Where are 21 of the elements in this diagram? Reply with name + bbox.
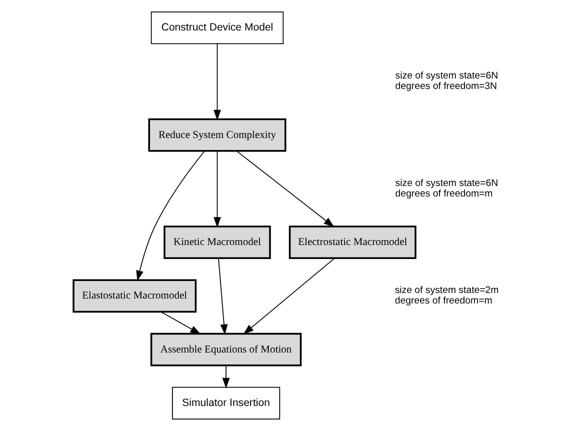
arrow [160, 311, 200, 334]
arrow [222, 365, 230, 388]
arrow [218, 258, 228, 335]
node-box: Assemble Equations of Motion [150, 332, 302, 366]
arrow [136, 150, 205, 282]
node-box: Electrostatic Macromodel [288, 226, 416, 260]
arrow [213, 43, 220, 120]
label: degrees of freedom=3N [394, 81, 497, 92]
node-box: Kinetic Macromodel [163, 226, 270, 260]
label: size of system state=2m [394, 285, 498, 296]
label: degrees of freedom=m [394, 188, 492, 200]
label: size of system state=6N [394, 178, 498, 189]
arrow [242, 258, 334, 334]
label: degrees of freedom=m [394, 296, 492, 307]
node-box: Simulator Insertion [171, 386, 280, 420]
node-box: Construct Device Model [150, 12, 284, 44]
arrow [236, 150, 334, 228]
node-box: Reduce System Complexity [148, 118, 286, 152]
label: size of system state=6N [394, 70, 498, 82]
node-box: Elastostatic Macromodel [72, 279, 196, 313]
arrow [213, 150, 220, 228]
